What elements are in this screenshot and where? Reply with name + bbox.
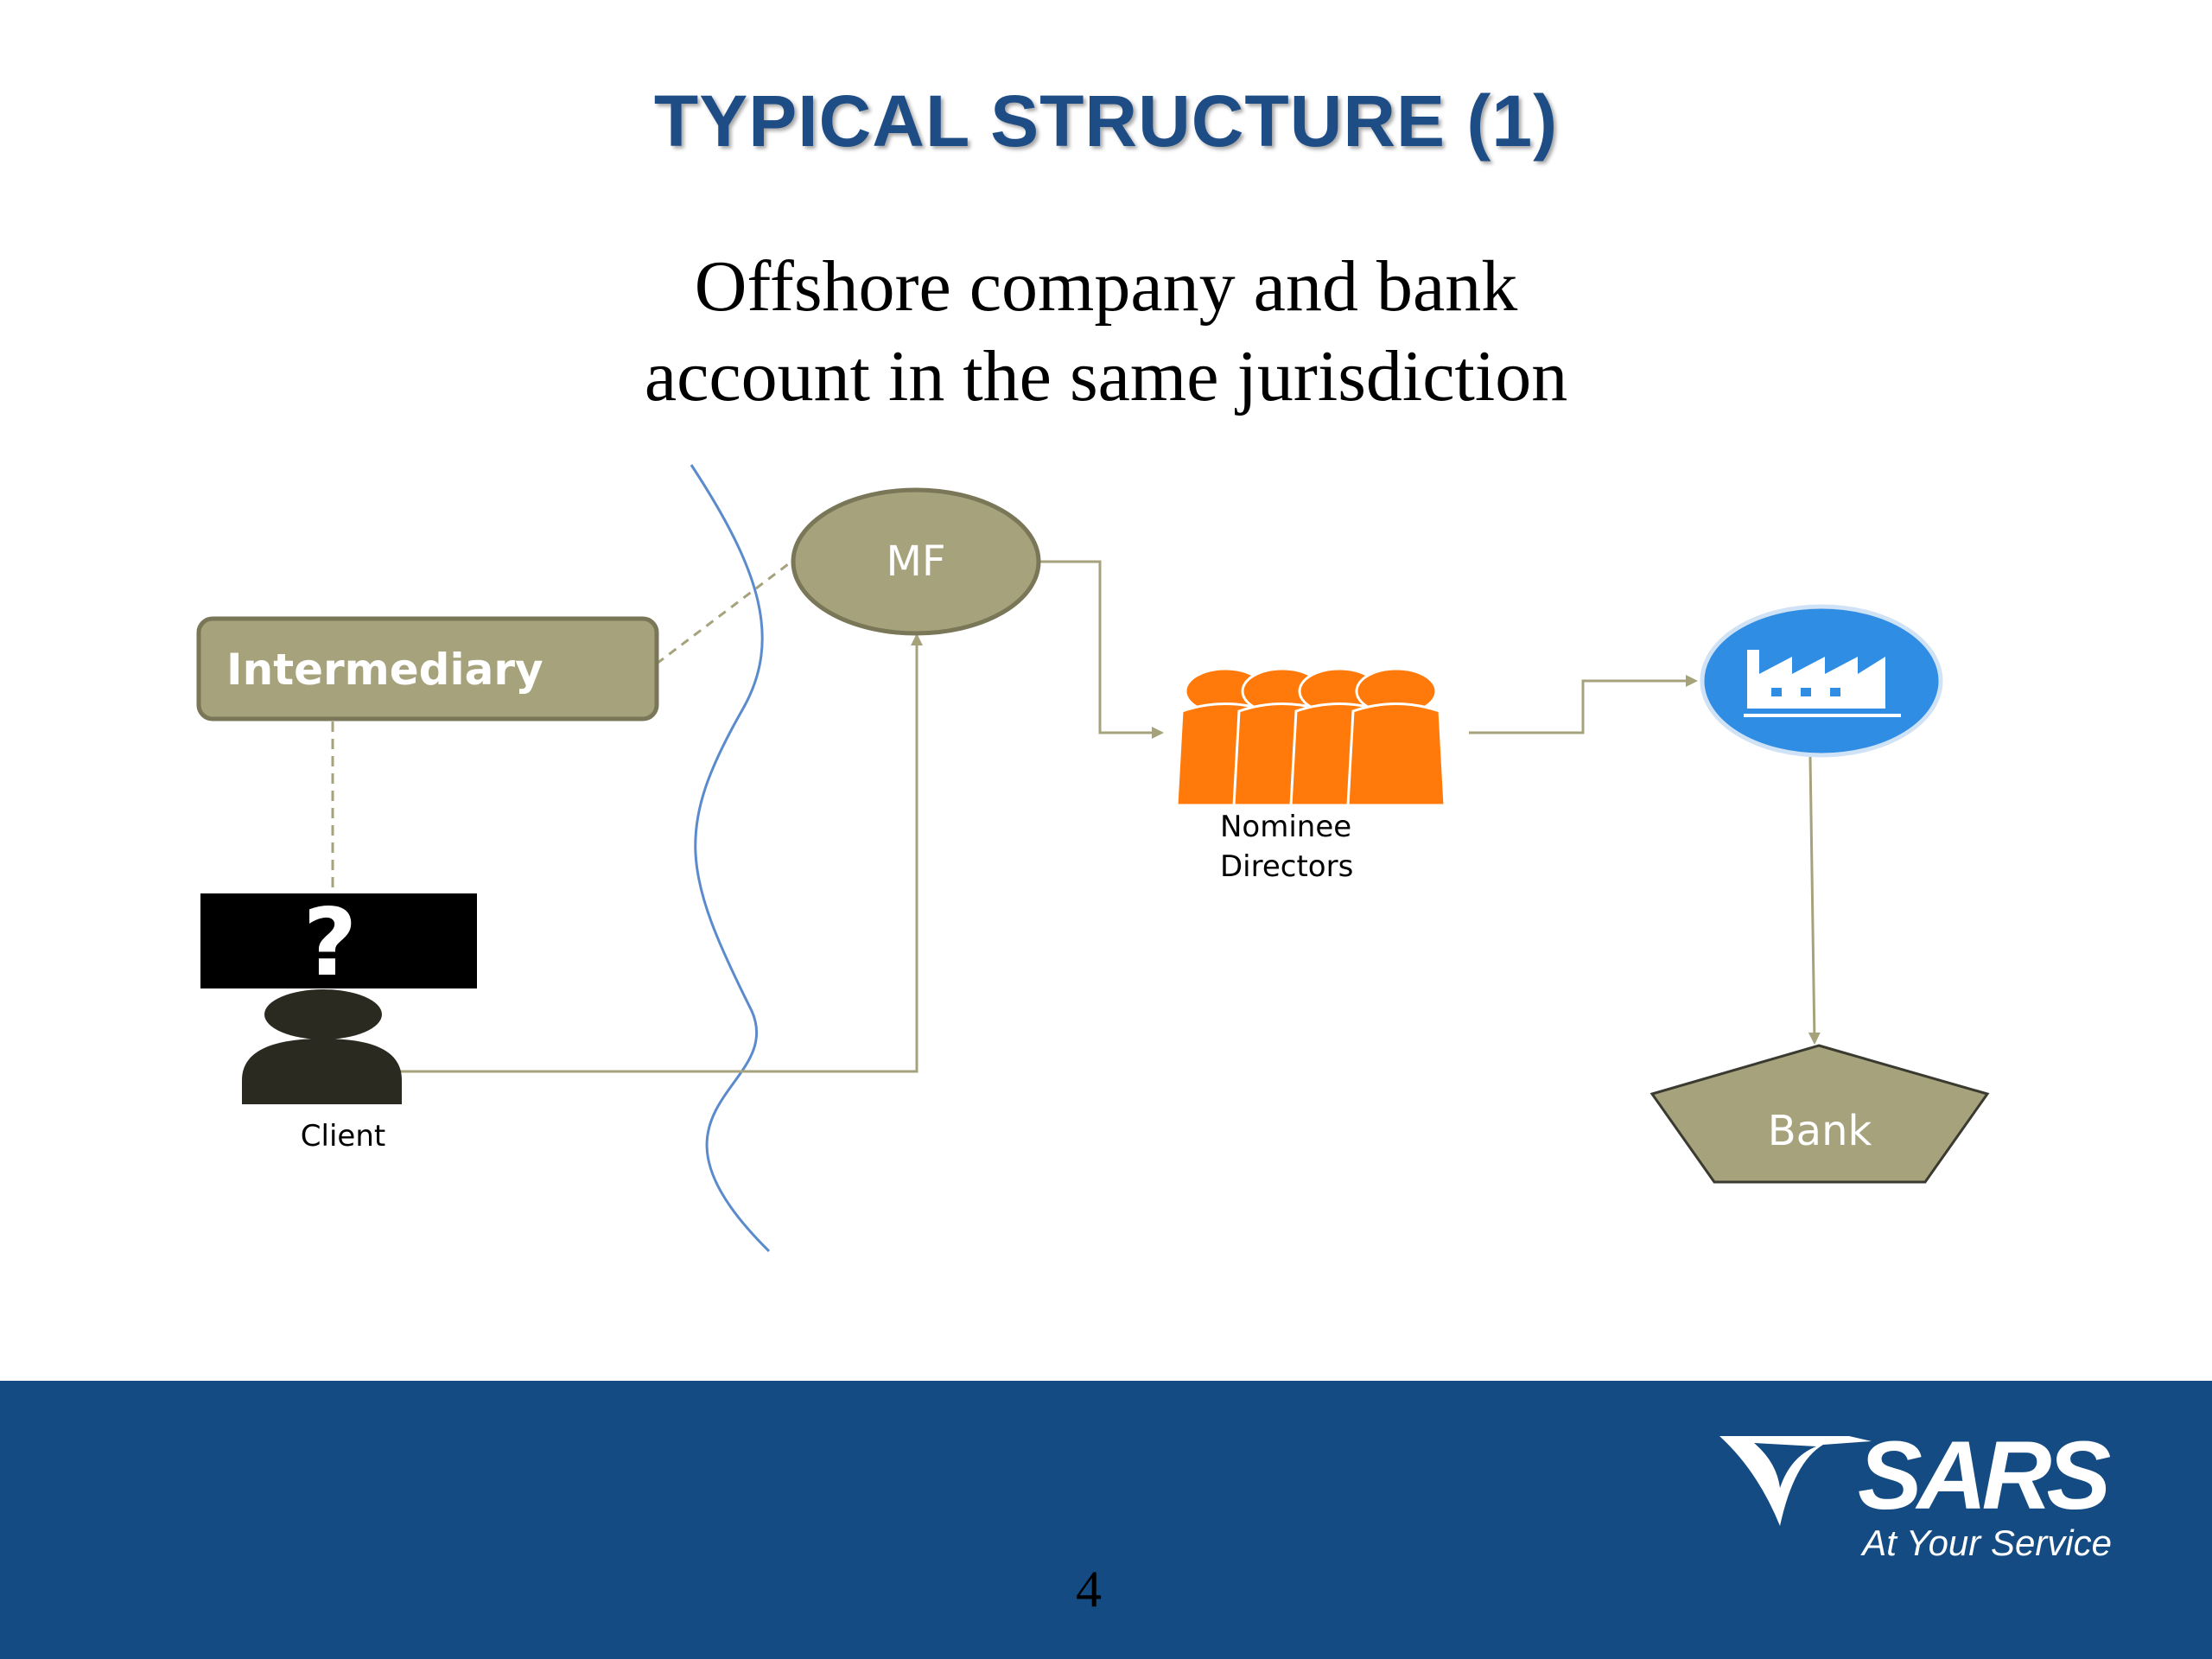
factory-icon	[1744, 650, 1901, 717]
intermediary-label: Intermediary	[226, 645, 543, 695]
client-body-icon	[242, 1039, 402, 1104]
company-to-bank-connector	[1808, 756, 1821, 1045]
nominee-to-company-connector	[1469, 675, 1698, 734]
intermediary-mf-dashed-link	[656, 560, 792, 665]
bank-node: Bank	[1649, 1044, 1990, 1184]
nominee-directors-node: Nominee Directors	[1175, 667, 1446, 884]
mf-label: MF	[886, 537, 945, 586]
slide-subtitle: Offshore company and bank account in the…	[0, 242, 2212, 422]
jurisdiction-border-line	[690, 464, 771, 1253]
footer-bar	[0, 1381, 2212, 1659]
nominee-label-line-2: Directors	[1220, 849, 1353, 884]
client-label: Client	[301, 1119, 385, 1154]
bank-label: Bank	[1768, 1107, 1872, 1155]
sars-logo-text: SARS	[1858, 1421, 2111, 1529]
offshore-company-node	[1700, 604, 1943, 758]
nominee-label-line-1: Nominee	[1220, 810, 1351, 844]
mf-to-nominee-connector	[1039, 560, 1164, 739]
sars-tagline: At Your Service	[1862, 1522, 2112, 1563]
slide-title: TYPICAL STRUCTURE (1)	[653, 80, 1559, 162]
client-mask-box	[200, 893, 477, 988]
subtitle-line-2: account in the same jurisdiction	[644, 336, 1568, 416]
subtitle-line-1: Offshore company and bank	[694, 246, 1518, 327]
client-node: ? Client	[200, 889, 477, 1154]
structure-diagram: MF Intermediary ? Client	[196, 464, 1990, 1253]
question-mark-icon: ?	[303, 889, 358, 997]
intermediary-node: Intermediary	[196, 616, 659, 721]
sars-logo: SARS At Your Service	[1719, 1426, 2126, 1573]
sars-swoosh-icon	[1719, 1436, 1872, 1526]
page-number: 4	[1076, 1560, 1102, 1618]
people-group-icon	[1175, 667, 1446, 807]
client-head-icon	[264, 989, 382, 1039]
client-to-mf-connector	[399, 633, 923, 1073]
mf-node: MF	[791, 487, 1041, 636]
